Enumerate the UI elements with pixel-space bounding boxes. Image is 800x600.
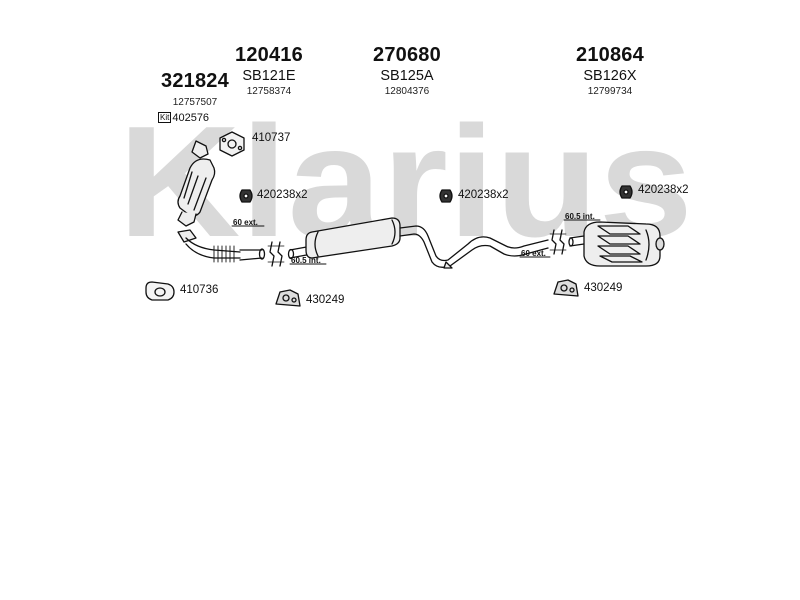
part-number: 120416 [235,44,303,66]
clamp-icon-mid [439,189,453,203]
fit-note-int-rear: 60.5 int. [565,212,595,221]
front-pipe-icon [185,237,266,263]
assembly-321824: 321824 12757507 [140,70,250,108]
fit-note-ext-front: 60 ext. [233,218,258,227]
centre-silencer-icon [287,217,549,269]
clamp-label-front: 420238x2 [257,189,308,201]
clamp-label-rear: 420238x2 [638,184,689,196]
oe-number: 12799734 [587,86,633,97]
oe-number: 12758374 [246,86,292,97]
kit-number: 402576 [172,112,210,124]
part-code: SB126X [583,68,637,84]
mount-label-front: 430249 [306,294,345,306]
rear-silencer-icon [568,221,665,267]
mount-label-rear: 430249 [584,282,623,294]
oe-number: 12757507 [172,97,218,108]
part-code: SB125A [380,68,434,84]
assembly-120416: 120416 SB121E 12758374 [214,44,324,97]
clamp-icon-front [239,189,253,203]
gasket-label-bottom: 410736 [180,284,219,296]
part-number: 270680 [373,44,441,66]
gasket-icon [219,131,245,157]
fit-note-ext-rear: 60 ext. [521,249,546,258]
assembly-210864: 210864 SB126X 12799734 [555,44,665,97]
joint-break-rear [549,229,567,255]
gasket-label-top: 410737 [252,132,291,144]
rubber-mount-icon-rear [553,279,579,297]
catalytic-converter-icon [177,140,216,243]
part-code: SB121E [242,68,296,84]
kit-box: Kit [158,112,172,123]
part-number: 210864 [576,44,644,66]
rubber-mount-icon-front [275,289,301,307]
joint-break-front [267,241,285,267]
fit-note-int-front: 60.5 int. [291,256,321,265]
part-number: 321824 [161,70,229,92]
clamp-label-mid: 420238x2 [458,189,509,201]
oe-number: 12804376 [384,86,430,97]
clamp-icon-rear [619,185,633,199]
gasket-icon-bottom [145,281,175,301]
assembly-270680: 270680 SB125A 12804376 [352,44,462,97]
